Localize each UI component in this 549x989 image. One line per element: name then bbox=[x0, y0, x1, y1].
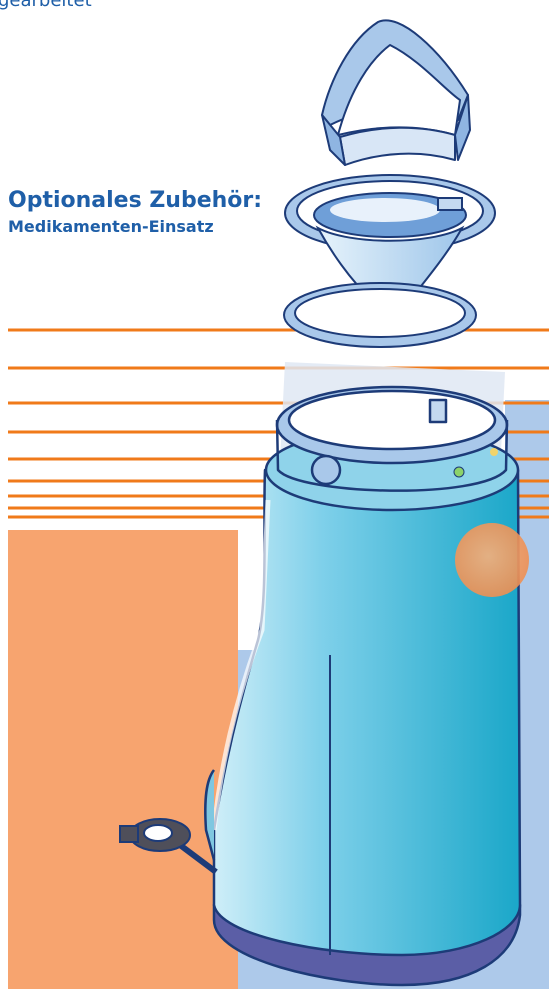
nebulizer-body bbox=[205, 387, 520, 985]
seal-ring bbox=[284, 283, 476, 347]
accessory-heading: Optionales Zubehör: bbox=[8, 188, 262, 213]
orange-background-block bbox=[8, 530, 238, 989]
cap bbox=[322, 20, 470, 165]
orange-circle bbox=[455, 523, 529, 597]
accessory-subheading: Medikamenten-Einsatz bbox=[8, 217, 214, 236]
